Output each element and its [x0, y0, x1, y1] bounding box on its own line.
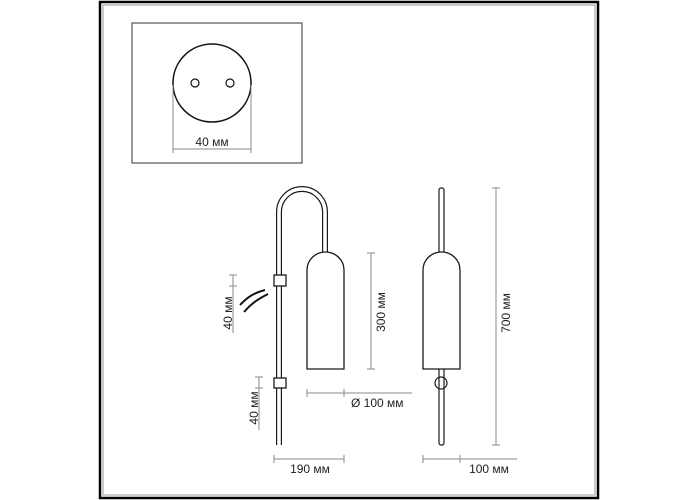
shade-diameter-dimension — [306, 389, 412, 397]
side-view: 40 мм 40 мм 300 мм Ø 100 мм 190 мм — [221, 186, 412, 476]
mount-panel-frame — [131, 22, 303, 164]
front-width-label: 100 мм — [469, 462, 509, 476]
power-cable — [239, 289, 269, 313]
upper-clamp-label: 40 мм — [221, 296, 235, 329]
outer-frame — [98, 0, 600, 500]
lamp-shade-side — [306, 251, 345, 370]
front-width-dimension — [422, 455, 517, 463]
mount-diameter-label: 40 мм — [195, 135, 228, 149]
side-width-dimension — [273, 455, 345, 463]
lamp-shade-front — [422, 251, 461, 370]
mount-plate-view: 40 мм — [131, 22, 303, 164]
side-width-label: 190 мм — [290, 462, 330, 476]
front-view: 700 мм 100 мм — [422, 187, 517, 476]
total-height-dimension — [492, 187, 500, 446]
shade-height-dimension — [367, 252, 375, 370]
arch-rod — [277, 187, 327, 445]
lower-clamp-label: 40 мм — [247, 391, 261, 424]
lower-clamp — [273, 377, 287, 389]
switch-ring — [434, 376, 448, 390]
outer-frame-inner — [102, 4, 596, 496]
mount-dimension-line — [172, 85, 252, 153]
upper-clamp — [273, 274, 287, 287]
mount-hole-left — [190, 78, 200, 88]
shade-diameter-label: Ø 100 мм — [351, 396, 404, 410]
lower-clamp-dimension — [255, 376, 263, 430]
shade-height-label: 300 мм — [374, 292, 388, 332]
total-height-label: 700 мм — [499, 293, 513, 333]
mount-hole-right — [225, 78, 235, 88]
upper-clamp-dimension — [229, 274, 237, 333]
mount-plate — [172, 43, 252, 123]
